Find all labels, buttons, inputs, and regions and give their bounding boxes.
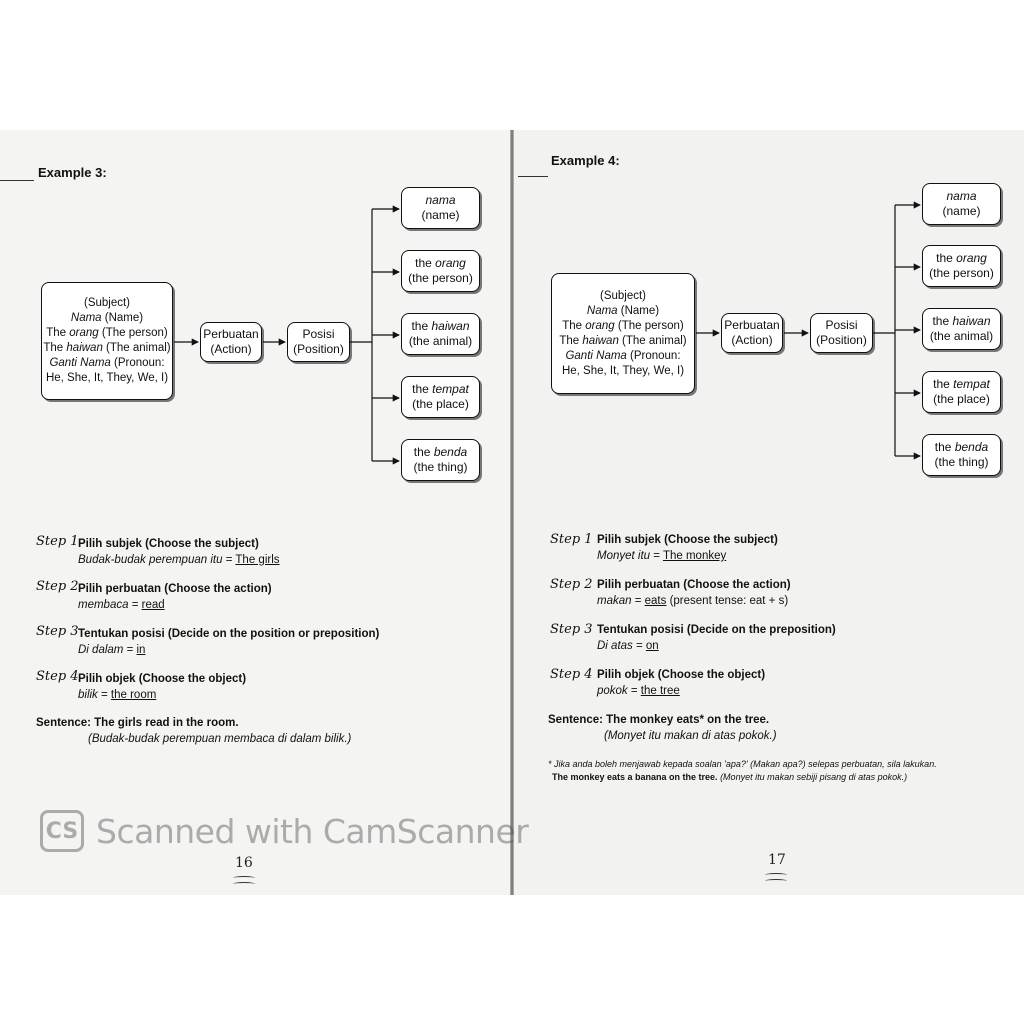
- object-box-person: the orang(the person): [401, 250, 480, 292]
- left-page: [0, 130, 510, 895]
- step-2-label: Step 2: [36, 579, 79, 594]
- camscanner-watermark: CS Scanned with CamScanner: [40, 810, 529, 852]
- position-box: Posisi(Position): [810, 313, 873, 353]
- page-number: 17: [768, 852, 786, 868]
- example-sentence: Sentence: The monkey eats* on the tree. …: [548, 714, 777, 742]
- object-box-person: the orang(the person): [922, 245, 1001, 287]
- step-1-label: Step 1: [550, 532, 593, 547]
- step-4: Pilih objek (Choose the object) bilik = …: [78, 673, 247, 701]
- example-4-title: Example 4:: [551, 153, 620, 168]
- object-box-name: nama(name): [401, 187, 480, 229]
- page-number: 16: [235, 855, 253, 871]
- page-ornament: [233, 876, 255, 880]
- step-1: Pilih subjek (Choose the subject) Budak-…: [78, 538, 280, 566]
- object-box-name: nama(name): [922, 183, 1001, 225]
- step-4: Pilih objek (Choose the object) pokok = …: [597, 669, 766, 697]
- action-box: Perbuatan(Action): [721, 313, 783, 353]
- page-ornament: [765, 879, 787, 883]
- camscanner-logo-icon: CS: [40, 810, 84, 852]
- title-rule: [518, 176, 548, 177]
- example-3-title: Example 3:: [38, 165, 107, 180]
- watermark-text: Scanned with CamScanner: [96, 811, 529, 851]
- object-box-animal: the haiwan(the animal): [922, 308, 1001, 350]
- step-1: Pilih subjek (Choose the subject) Monyet…: [597, 534, 778, 562]
- step-2: Pilih perbuatan (Choose the action) memb…: [78, 583, 272, 611]
- step-2: Pilih perbuatan (Choose the action) maka…: [597, 579, 791, 607]
- subject-box: (Subject) Nama (Name) The orang (The per…: [551, 273, 695, 394]
- footnote: * Jika anda boleh menjawab kepada soalan…: [548, 759, 937, 782]
- page-ornament: [233, 882, 255, 886]
- object-box-thing: the benda(the thing): [401, 439, 480, 481]
- step-1-label: Step 1: [36, 534, 79, 549]
- step-3: Tentukan posisi (Decide on the position …: [78, 628, 380, 656]
- position-box: Posisi(Position): [287, 322, 350, 362]
- example-sentence: Sentence: The girls read in the room. (B…: [36, 717, 352, 745]
- step-3-label: Step 3: [36, 624, 79, 639]
- object-box-thing: the benda(the thing): [922, 434, 1001, 476]
- step-3-label: Step 3: [550, 622, 593, 637]
- book-gutter: [510, 130, 514, 895]
- title-rule: [0, 180, 34, 181]
- step-3: Tentukan posisi (Decide on the prepositi…: [597, 624, 836, 652]
- page-ornament: [765, 873, 787, 877]
- step-2-label: Step 2: [550, 577, 593, 592]
- step-4-label: Step 4: [36, 669, 79, 684]
- subject-box: (Subject) Nama (Name) The orang (The per…: [41, 282, 173, 400]
- object-box-animal: the haiwan(the animal): [401, 313, 480, 355]
- object-box-place: the tempat(the place): [401, 376, 480, 418]
- step-4-label: Step 4: [550, 667, 593, 682]
- object-box-place: the tempat(the place): [922, 371, 1001, 413]
- action-box: Perbuatan(Action): [200, 322, 262, 362]
